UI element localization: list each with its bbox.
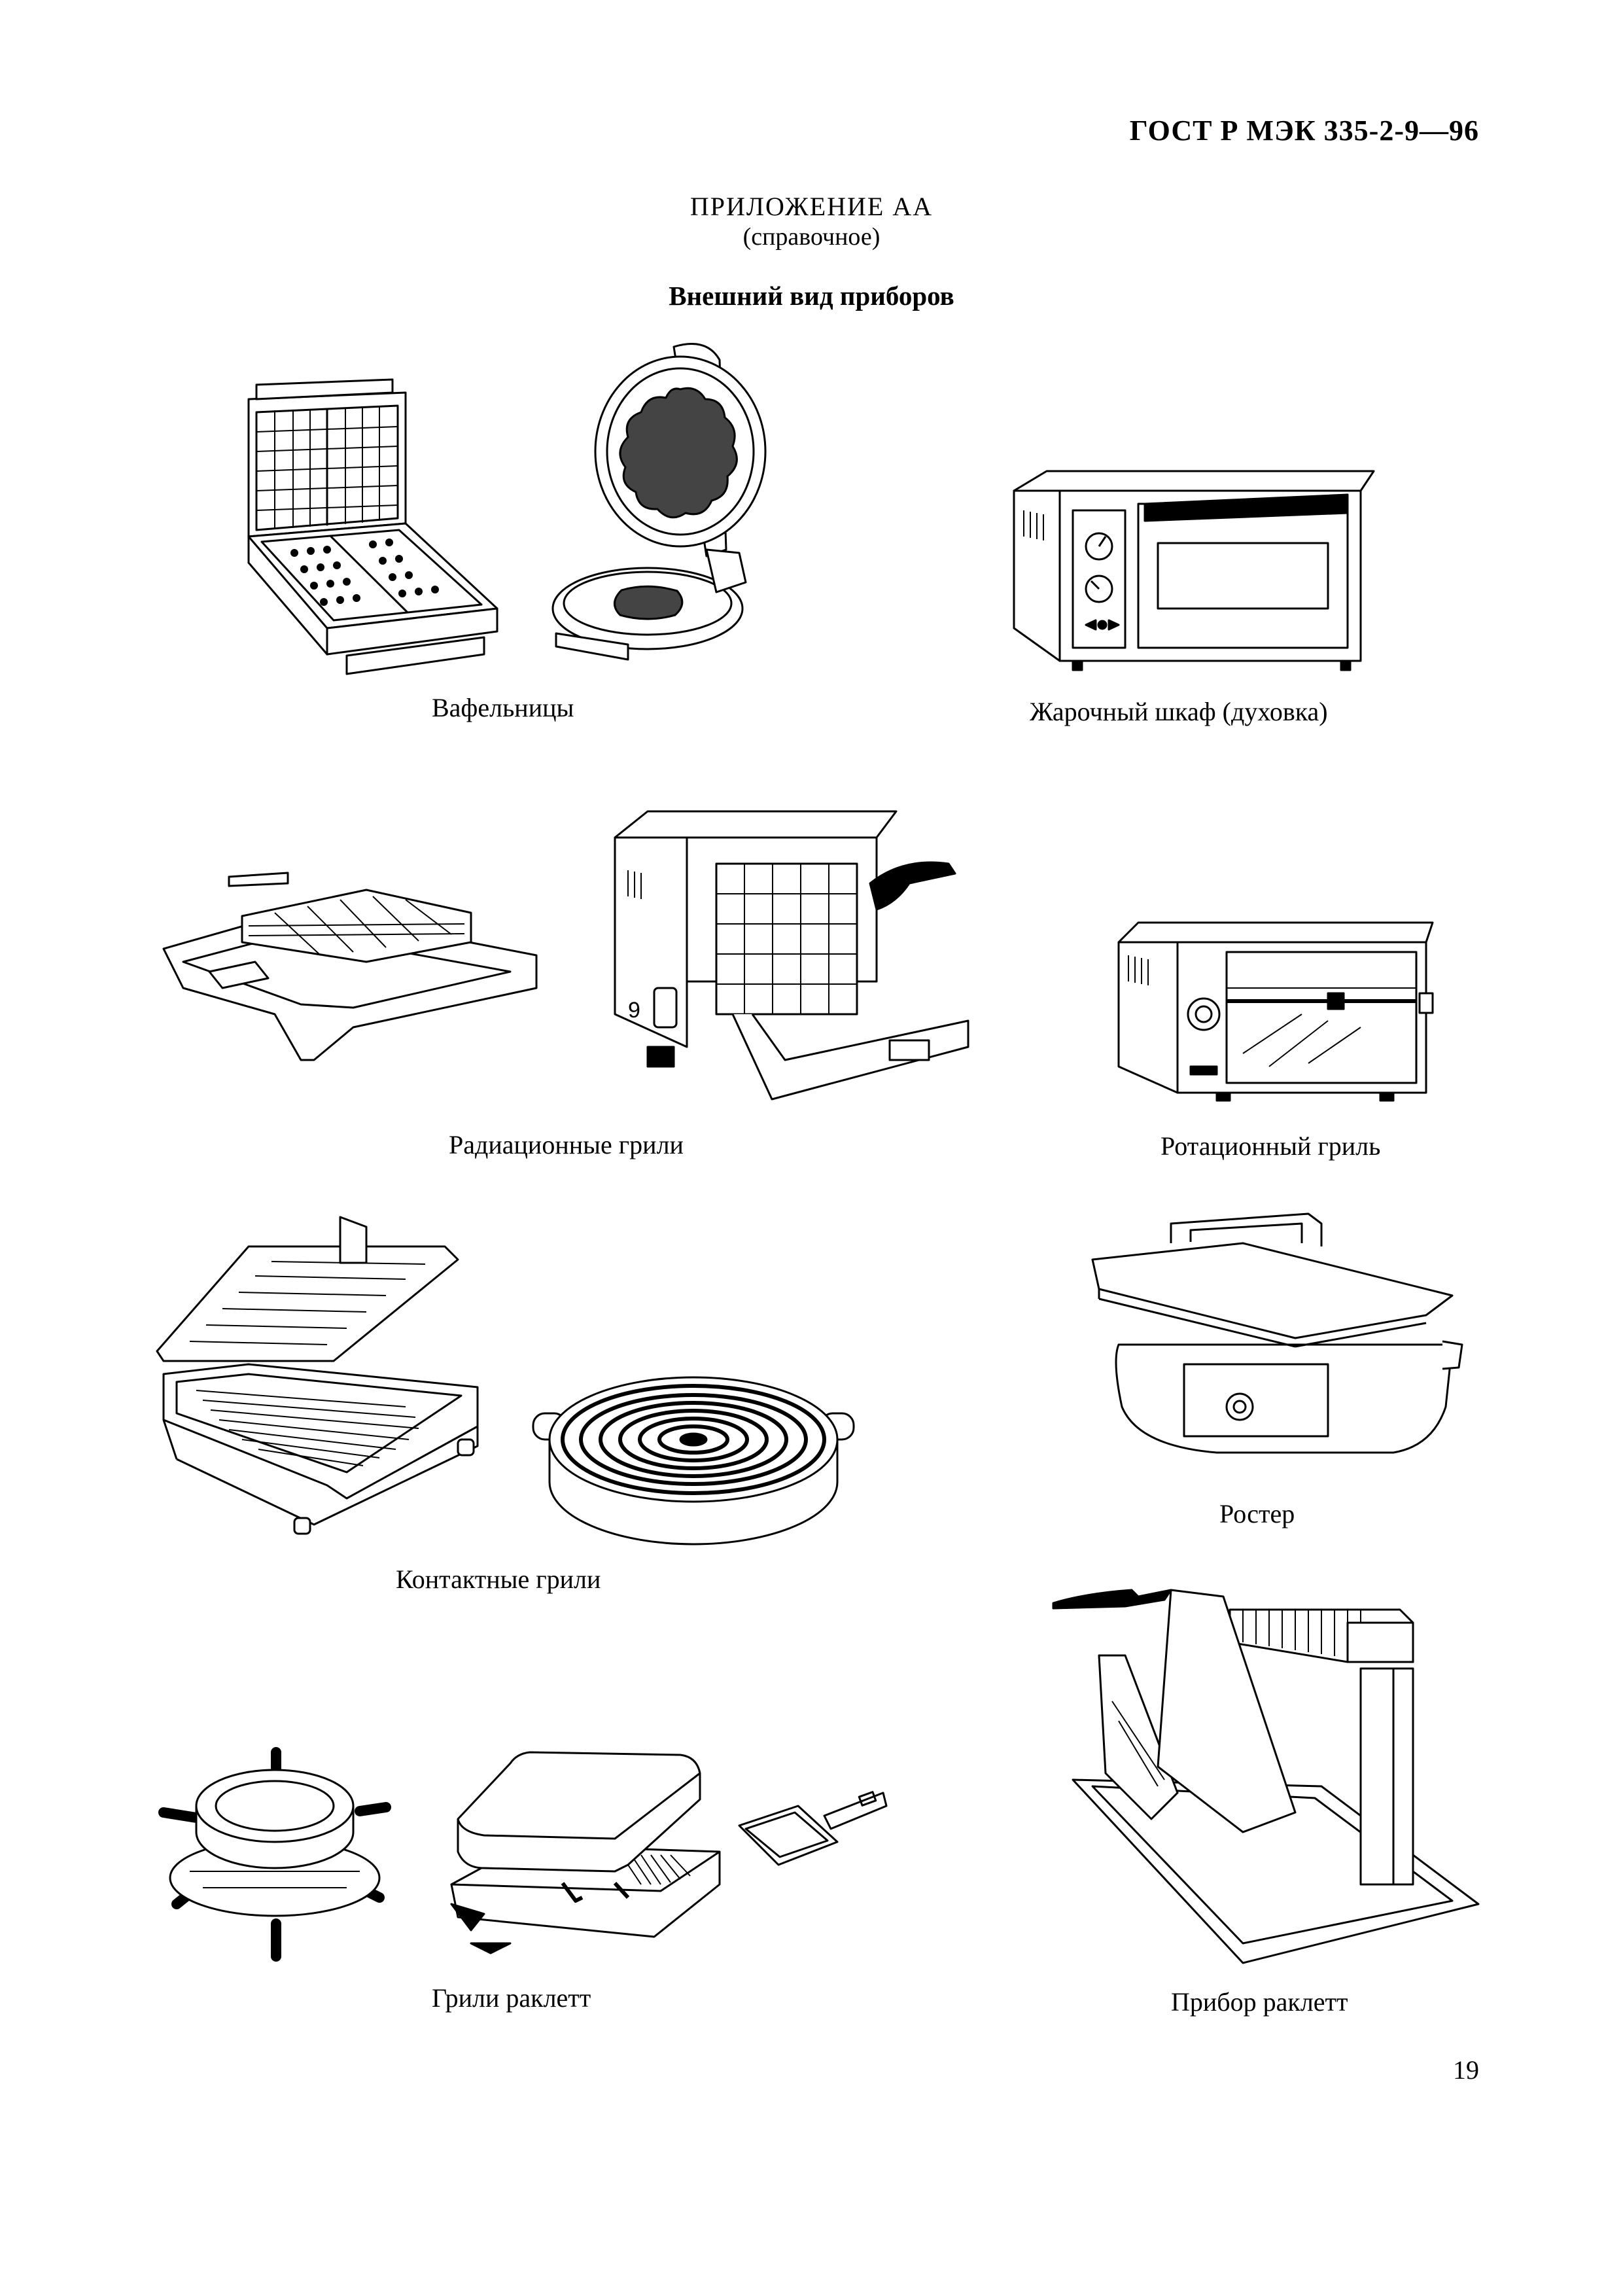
caption-roaster: Ростер: [1219, 1499, 1295, 1528]
hinged-contact-grill-drawing-icon: [150, 1210, 491, 1538]
caption-rotisserie: Ротационный гриль: [1161, 1131, 1381, 1161]
round-raclette-grill-drawing-icon: [150, 1747, 399, 1963]
caption-radiant-grills: Радиационные грили: [449, 1130, 684, 1159]
rectangular-waffle-iron-drawing-icon: [222, 373, 510, 680]
annex-status: (справочное): [742, 223, 881, 251]
raclette-appliance-drawing-icon: [1047, 1570, 1478, 1983]
rectangular-raclette-grill-drawing-icon: [445, 1727, 733, 1956]
annex-title: ПРИЛОЖЕНИЕ АА: [689, 192, 934, 221]
standard-number: ГОСТ Р МЭК 335-2-9—96: [1129, 115, 1479, 147]
upright-radiant-grill-drawing-icon: 9: [602, 798, 994, 1112]
caption-contact-grills: Контактные грили: [396, 1564, 601, 1594]
caption-roasting-oven: Жарочный шкаф (духовка): [1030, 697, 1328, 726]
svg-text:9: 9: [628, 998, 640, 1023]
round-contact-grill-drawing-icon: [530, 1368, 857, 1557]
section-heading: Внешний вид приборов: [669, 281, 954, 311]
toaster-oven-drawing-icon: [1007, 465, 1387, 674]
rotisserie-oven-drawing-icon: [1112, 916, 1452, 1106]
raclette-pan-drawing-icon: [726, 1780, 890, 1878]
roaster-pot-drawing-icon: [1086, 1197, 1465, 1472]
caption-raclette-appliance: Прибор раклетт: [1171, 1987, 1348, 2017]
caption-raclette-grills: Грили раклетт: [432, 1983, 591, 2013]
round-waffle-iron-drawing-icon: [550, 334, 824, 674]
flat-radiant-grill-drawing-icon: [157, 864, 550, 1067]
caption-waffle-irons: Вафельницы: [432, 693, 574, 722]
page-number: 19: [1453, 2055, 1479, 2085]
